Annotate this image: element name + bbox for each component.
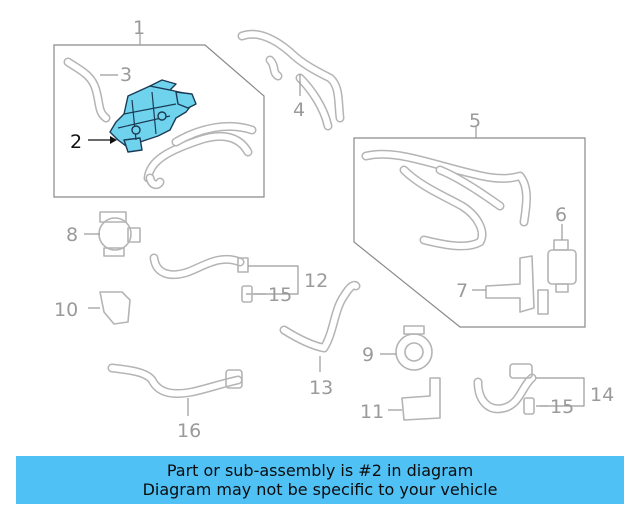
part-11-bracket[interactable]	[401, 377, 441, 421]
banner-line-1: Part or sub-assembly is #2 in diagram	[166, 461, 474, 480]
callout-15a[interactable]: 15	[268, 284, 292, 306]
part-3-hose[interactable]	[63, 57, 111, 123]
leader-2-arrow	[110, 136, 117, 144]
callout-14[interactable]: 14	[590, 384, 614, 406]
exploded-parts-diagram: 1 3 2	[53, 17, 614, 442]
part-15-clip-b[interactable]	[523, 397, 535, 415]
callout-7[interactable]: 7	[456, 280, 468, 302]
part-8-pump[interactable]	[98, 211, 141, 257]
callout-1[interactable]: 1	[133, 17, 145, 39]
info-banner: Part or sub-assembly is #2 in diagram Di…	[16, 456, 624, 504]
callout-5[interactable]: 5	[469, 110, 481, 132]
group-box-1	[53, 44, 265, 198]
part-5-hose-assembly[interactable]	[361, 149, 531, 251]
leader-14	[536, 377, 585, 407]
callout-11[interactable]: 11	[360, 401, 384, 423]
callout-8[interactable]: 8	[66, 224, 78, 246]
part-1-coolant-hoses[interactable]	[143, 121, 257, 190]
banner-line-2: Diagram may not be specific to your vehi…	[142, 480, 498, 499]
part-16-pipe[interactable]	[107, 363, 243, 398]
part-13-hose[interactable]	[279, 280, 361, 353]
part-6-valve[interactable]	[547, 239, 577, 293]
part-7-bracket[interactable]	[485, 255, 549, 315]
callout-9[interactable]: 9	[362, 344, 374, 366]
callout-15b[interactable]: 15	[550, 396, 574, 418]
callout-16[interactable]: 16	[177, 420, 201, 442]
part-2-highlighted-assembly[interactable]	[109, 79, 197, 153]
callout-3[interactable]: 3	[120, 64, 132, 86]
callout-13[interactable]: 13	[309, 377, 333, 399]
callout-10[interactable]: 10	[54, 299, 78, 321]
part-9-pump[interactable]	[395, 325, 433, 371]
callout-12[interactable]: 12	[304, 270, 328, 292]
part-15-clip-a[interactable]	[241, 285, 253, 303]
part-14-hose[interactable]	[473, 363, 537, 414]
part-4-hose-assembly[interactable]	[237, 29, 345, 131]
callout-2[interactable]: 2	[70, 131, 82, 153]
callout-4[interactable]: 4	[293, 99, 305, 121]
part-10-bracket[interactable]	[99, 291, 131, 325]
group-box-5	[353, 137, 586, 328]
part-12-hose[interactable]	[149, 253, 249, 280]
leader-12	[246, 265, 299, 295]
callout-6[interactable]: 6	[555, 204, 567, 226]
